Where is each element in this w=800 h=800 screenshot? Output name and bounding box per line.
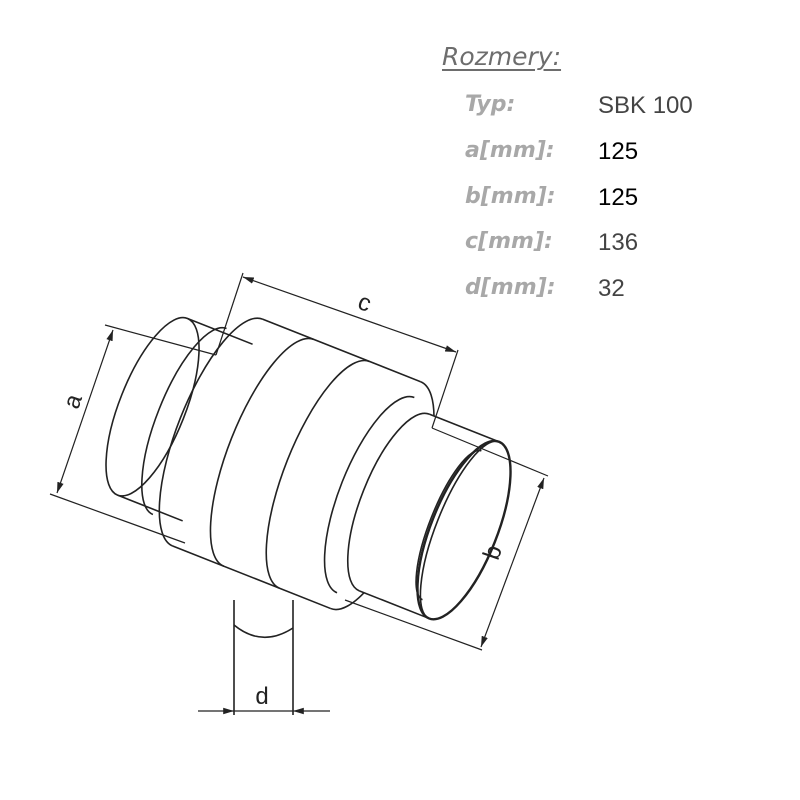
spec-label: b[mm]:	[465, 184, 556, 209]
spec-label: Typ:	[465, 92, 516, 117]
spec-label: c[mm]:	[465, 229, 553, 254]
spec-label: d[mm]:	[465, 275, 556, 300]
spec-value: 136	[598, 229, 639, 256]
dimension-a	[49, 324, 217, 544]
dimension-b	[344, 427, 549, 651]
drain-pipe	[233, 600, 294, 715]
dimension-label-d: d	[255, 683, 268, 710]
dimensions-title: Rozmery:	[442, 42, 562, 71]
spec-value: SBK 100	[598, 92, 693, 119]
spec-value: 125	[598, 138, 639, 165]
dimension-label-c: c	[354, 288, 375, 317]
spec-label: a[mm]:	[465, 138, 555, 163]
spec-value: 32	[598, 275, 625, 302]
spec-value: 125	[598, 184, 639, 211]
dimension-label-a: a	[58, 390, 88, 412]
dimension-c	[215, 272, 459, 429]
inlet-pipe	[105, 316, 272, 529]
